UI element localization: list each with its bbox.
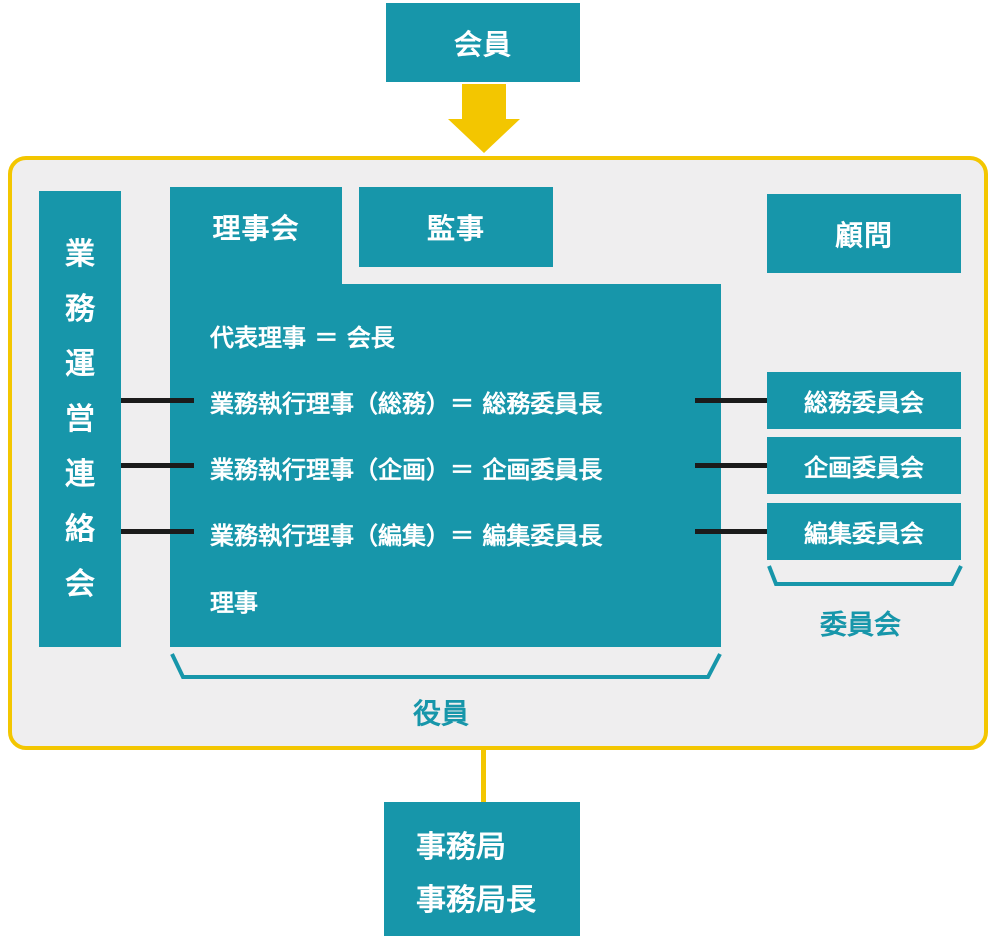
auditor-box: 監事	[359, 187, 553, 267]
advisor-box: 顧問	[767, 194, 961, 273]
committees-label: 委員会	[820, 610, 901, 641]
connector-line-left	[121, 398, 194, 403]
officers-label: 役員	[413, 697, 470, 730]
board-row-president: 代表理事 ＝ 会長	[210, 324, 395, 352]
committee-box-editing: 編集委員会	[767, 503, 961, 560]
business-liaison-box: 業 務 運 営 連 絡 会	[39, 191, 121, 647]
liaison-char: 絡	[65, 511, 95, 547]
liaison-char: 会	[65, 566, 95, 602]
secretariat-connector	[481, 750, 486, 802]
liaison-char: 営	[65, 401, 95, 437]
connector-line-right	[695, 529, 767, 534]
board-label: 理事会	[212, 212, 300, 245]
secretariat-box: 事務局 事務局長	[384, 802, 580, 936]
down-arrow-icon	[448, 84, 520, 153]
liaison-char: 運	[65, 346, 95, 382]
liaison-char: 務	[65, 291, 95, 327]
member-box: 会員	[386, 3, 580, 82]
board-row-planning: 業務執行理事（企画）＝ 企画委員長	[210, 456, 603, 484]
committee-label: 総務委員会	[804, 389, 924, 417]
board-row-director: 理事	[210, 589, 258, 617]
board-tab: 理事会	[170, 187, 342, 287]
board-row-general-affairs: 業務執行理事（総務）＝ 総務委員長	[210, 390, 603, 418]
member-label: 会員	[453, 27, 512, 61]
liaison-char: 業	[65, 236, 95, 272]
connector-line-left	[121, 463, 194, 468]
committee-label: 編集委員会	[804, 520, 924, 548]
liaison-char: 連	[65, 456, 95, 492]
board-row-editing: 業務執行理事（編集）＝ 編集委員長	[210, 522, 603, 550]
secretariat-line2: 事務局長	[416, 883, 536, 918]
connector-line-right	[695, 463, 767, 468]
advisor-label: 顧問	[834, 218, 893, 252]
committee-label: 企画委員会	[804, 454, 924, 482]
connector-line-right	[695, 398, 767, 403]
committee-box-planning: 企画委員会	[767, 437, 961, 494]
secretariat-line1: 事務局	[416, 830, 506, 865]
committee-box-general-affairs: 総務委員会	[767, 372, 961, 429]
connector-line-left	[121, 529, 194, 534]
auditor-label: 監事	[426, 212, 485, 245]
board-body	[170, 284, 721, 647]
